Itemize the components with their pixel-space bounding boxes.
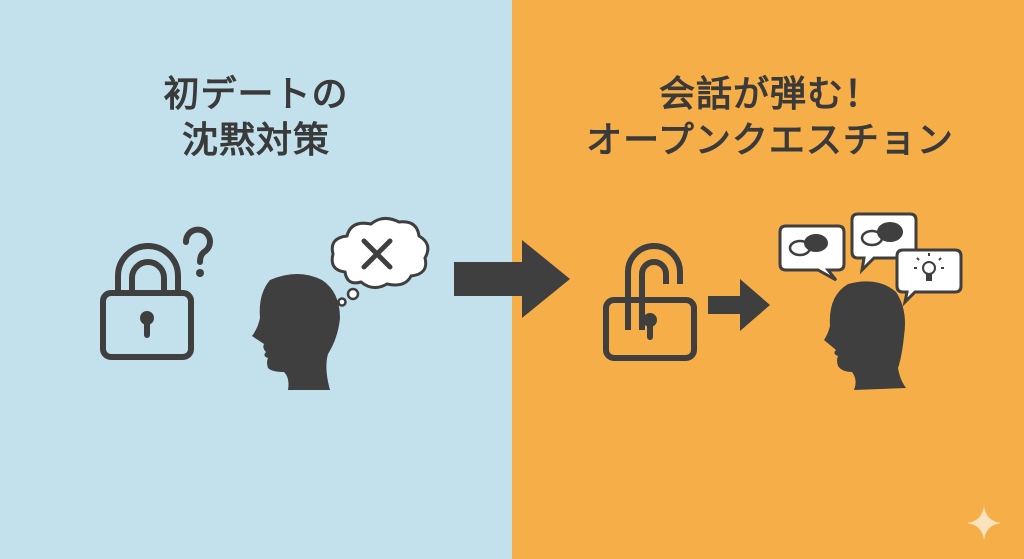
locked-padlock-icon	[100, 243, 194, 360]
x-mark-icon	[361, 238, 393, 270]
right-title-line1: 会話が弾む！	[658, 74, 881, 115]
right-title-line2: オープンクエスチョン	[586, 120, 954, 161]
speech-bubble-lightbulb-icon	[895, 248, 963, 307]
speech-bubble-chat-icon	[778, 224, 846, 282]
left-title: 初デートの 沈黙対策	[56, 72, 456, 164]
right-title: 会話が弾む！ オープンクエスチョン	[530, 72, 1010, 164]
large-right-arrow-icon	[454, 240, 570, 318]
female-head-silhouette-icon	[824, 281, 906, 390]
male-head-silhouette-icon	[252, 274, 340, 390]
left-panel	[0, 0, 512, 559]
unlocked-padlock-icon	[603, 243, 697, 361]
small-arrow-icon	[708, 279, 770, 331]
left-title-line1: 初デートの	[163, 74, 349, 115]
left-title-line2: 沈黙対策	[181, 120, 330, 161]
sparkle-icon	[967, 506, 1001, 540]
question-mark-icon	[182, 226, 213, 277]
